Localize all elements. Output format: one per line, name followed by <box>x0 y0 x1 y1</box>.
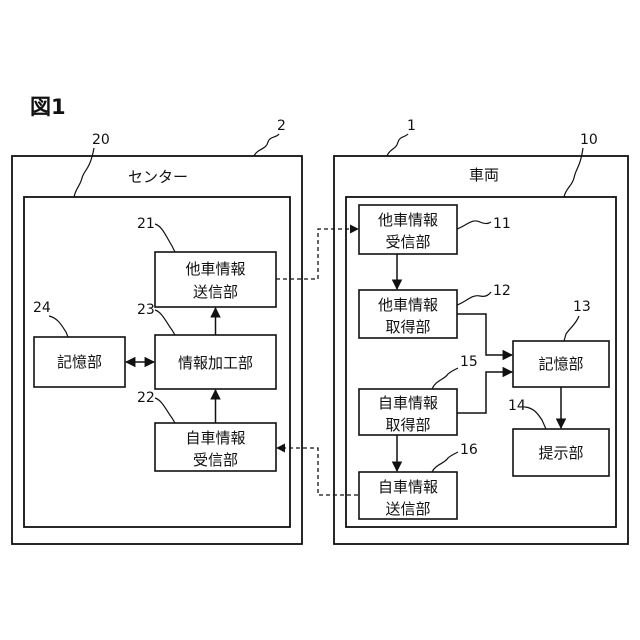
center-own-receive-line2: 受信部 <box>193 451 238 469</box>
vehicle-other-receive-line1: 他車情報 <box>378 211 438 229</box>
vehicle-other-acquire-line1: 他車情報 <box>378 296 438 314</box>
ref-center-other-send: 21 <box>137 216 155 232</box>
vehicle-own-send-line2: 送信部 <box>385 500 430 518</box>
vehicle-own-acquire-line2: 取得部 <box>385 416 430 434</box>
vehicle-other-acquire-line2: 取得部 <box>385 318 430 336</box>
vehicle-other-receive-line2: 受信部 <box>385 233 430 251</box>
center-title: センター <box>128 168 188 186</box>
figure-label: 図1 <box>30 95 66 119</box>
ref-vehicle-other-acquire: 12 <box>493 283 511 299</box>
ref-vehicle-present: 14 <box>508 398 526 414</box>
ref-center-storage: 24 <box>33 300 51 316</box>
ref-vehicle-storage: 13 <box>573 299 591 315</box>
center-other-send-line1: 他車情報 <box>185 260 245 278</box>
ref-center-process: 23 <box>137 302 155 318</box>
vehicle-own-acquire-line1: 自車情報 <box>378 394 438 412</box>
vehicle-storage-line1: 記憶部 <box>538 355 583 373</box>
leader-vehicle-outer <box>387 134 408 156</box>
ref-vehicle-inner: 10 <box>580 132 598 148</box>
ref-vehicle-other-receive: 11 <box>493 216 511 232</box>
vehicle-title: 車両 <box>469 166 499 184</box>
leader-center-outer <box>254 134 279 156</box>
center-other-send-line2: 送信部 <box>193 283 238 301</box>
vehicle-own-send-line1: 自車情報 <box>378 478 438 496</box>
ref-vehicle-own-send: 16 <box>460 442 478 458</box>
ref-center-inner: 20 <box>92 132 110 148</box>
vehicle-present-line1: 提示部 <box>538 444 583 462</box>
center-storage-line1: 記憶部 <box>57 353 102 371</box>
ref-center-outer: 2 <box>277 118 286 134</box>
center-own-receive-line1: 自車情報 <box>185 429 245 447</box>
ref-vehicle-own-acquire: 15 <box>460 354 478 370</box>
center-process-line1: 情報加工部 <box>178 354 253 372</box>
ref-center-own-receive: 22 <box>137 390 155 406</box>
ref-vehicle-outer: 1 <box>407 118 416 134</box>
